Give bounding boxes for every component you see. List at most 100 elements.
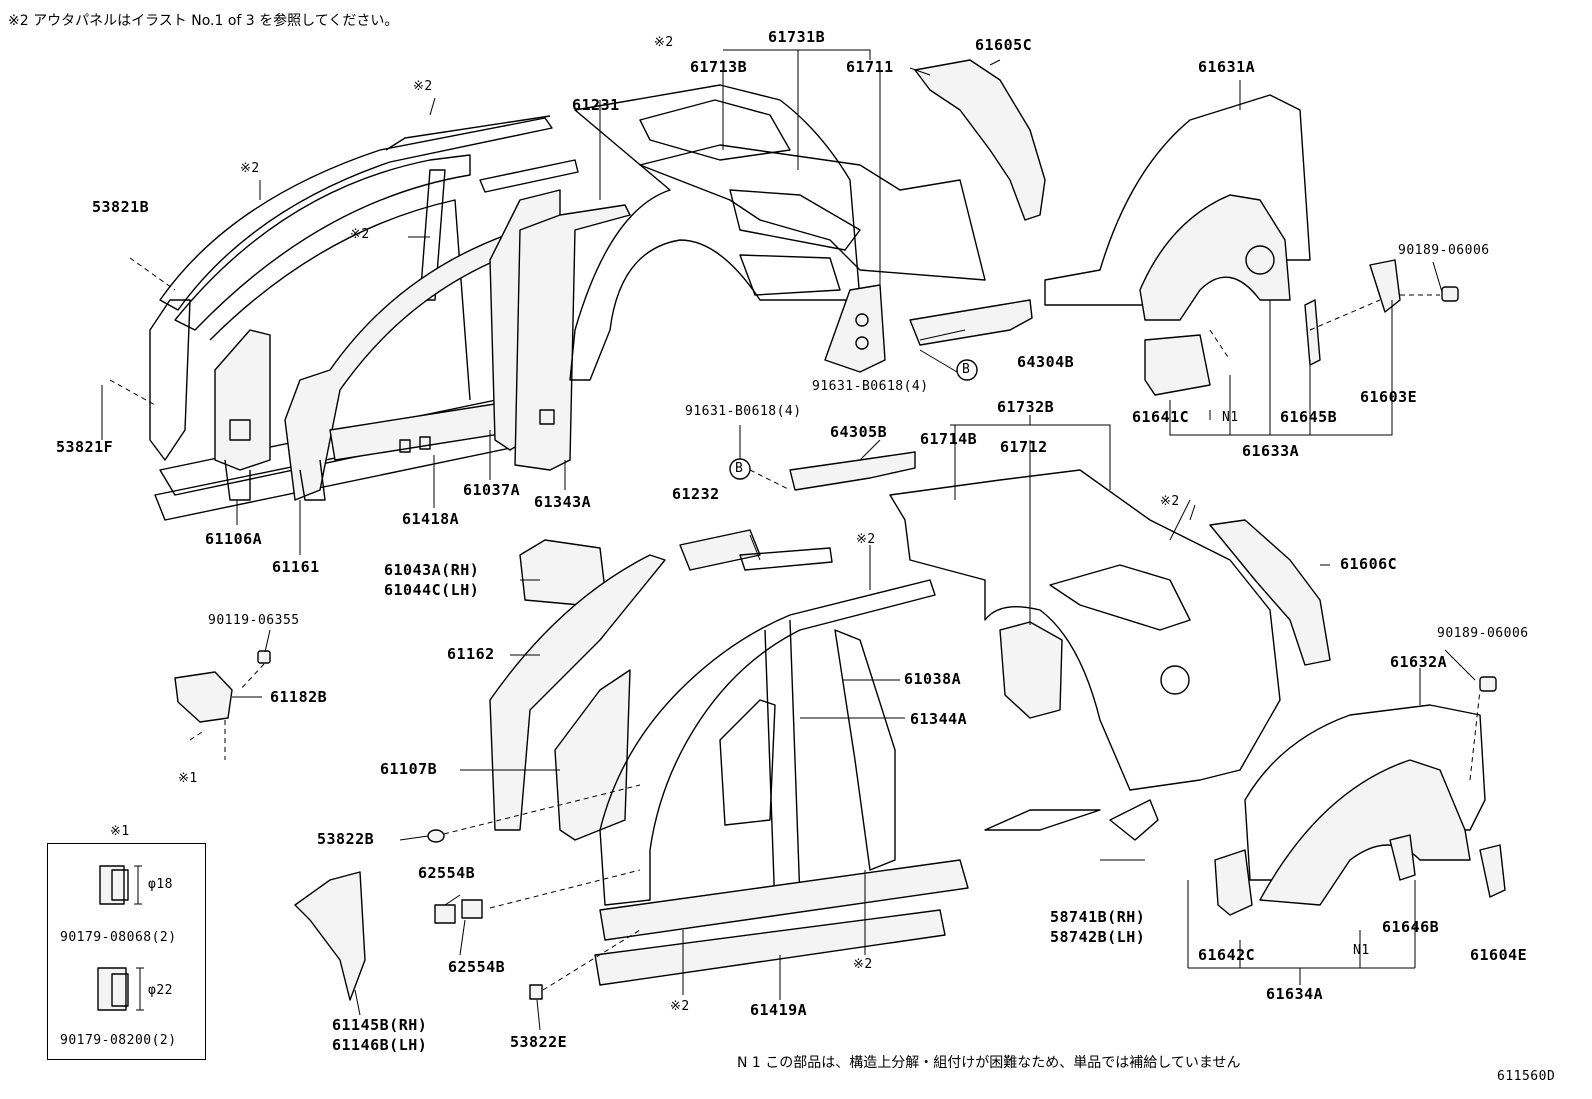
leader-lines xyxy=(101,49,1481,1031)
part-label: 61043A(RH) xyxy=(384,561,480,579)
part-label: 61603E xyxy=(1360,388,1418,406)
bracket-61641C xyxy=(1144,334,1211,396)
ref-mark-2: ※2 xyxy=(1160,494,1180,509)
pillar-61106A xyxy=(214,329,271,501)
part-label: 61645B xyxy=(1280,408,1338,426)
bracket-61646B xyxy=(1389,834,1416,881)
pillar-61606C xyxy=(1209,519,1331,666)
legend-diameter: φ18 xyxy=(148,877,173,892)
part-label: 90119-06355 xyxy=(208,613,300,628)
part-label: 53822E xyxy=(510,1033,568,1051)
part-label: 61634A xyxy=(1266,985,1324,1003)
part-label: 61146B(LH) xyxy=(332,1036,428,1054)
part-label: 61711 xyxy=(846,58,894,76)
cover-58741B xyxy=(1109,799,1159,841)
part-label: 91631-B0618(4) xyxy=(685,404,802,419)
ref-mark-2: ※2 xyxy=(413,79,433,94)
part-label: 61419A xyxy=(750,1001,808,1019)
upper-left-roof-rail xyxy=(159,115,553,311)
part-label: 61231 xyxy=(572,96,620,114)
part-label: 61632A xyxy=(1390,653,1448,671)
clip-53822E xyxy=(529,984,543,1000)
ref-mark-2: ※2 xyxy=(670,999,690,1014)
part-label: 61606C xyxy=(1340,555,1398,573)
part-label: 61037A xyxy=(463,481,521,499)
part-label: 64305B xyxy=(830,423,888,441)
legend-drawing xyxy=(97,865,144,1011)
part-label: 53821F xyxy=(56,438,114,456)
ref-mark-2: ※2 xyxy=(240,161,260,176)
bracket-64304B xyxy=(909,299,1033,346)
part-label: 90189-06006 xyxy=(1437,626,1529,641)
part-label: 61641C xyxy=(1132,408,1190,426)
part-label: 91631-B0618(4) xyxy=(812,379,929,394)
part-label: 61631A xyxy=(1198,58,1256,76)
legend-diameter: φ22 xyxy=(148,983,173,998)
part-label: 61633A xyxy=(1242,442,1300,460)
legend-part: 90179-08200(2) xyxy=(60,1033,177,1048)
part-label: 61038A xyxy=(904,670,962,688)
part-label: 61604E xyxy=(1470,946,1528,964)
part-label: 61107B xyxy=(380,760,438,778)
part-label: 61145B(RH) xyxy=(332,1016,428,1034)
pillar-61107B xyxy=(554,669,631,841)
pillar-61605C xyxy=(914,59,1046,221)
bracket-61145B xyxy=(294,871,366,1001)
part-label: 64304B xyxy=(1017,353,1075,371)
ref-circle-b-upper xyxy=(956,359,978,381)
wheelhouse-61631A xyxy=(1044,94,1311,321)
part-label: 90189-06006 xyxy=(1398,243,1490,258)
part-label: 61162 xyxy=(447,645,495,663)
grommet-53822B xyxy=(427,829,445,843)
legend-part: 90179-08068(2) xyxy=(60,930,177,945)
part-label: 61161 xyxy=(272,558,320,576)
legend-box: φ18 90179-08068(2) φ22 90179-08200(2) xyxy=(47,843,206,1060)
part-label: 61646B xyxy=(1382,918,1440,936)
part-label: 61713B xyxy=(690,58,748,76)
part-label: 62554B xyxy=(418,864,476,882)
part-label: 58741B(RH) xyxy=(1050,908,1146,926)
part-label: 61714B xyxy=(920,430,978,448)
quarter-61231 xyxy=(569,84,861,381)
pillar-61232 xyxy=(679,529,833,571)
part-label: 61418A xyxy=(402,510,460,528)
inner-61731B xyxy=(639,144,986,296)
clip-90189-b xyxy=(1479,676,1497,692)
main-side-frame xyxy=(599,579,936,911)
ref-mark-2: ※2 xyxy=(654,35,674,50)
legend-title: ※1 xyxy=(110,824,130,839)
bracket-61645B xyxy=(1304,299,1321,366)
footer-note: N 1 この部品は、構造上分解・組付けが困難なため、単品では補給していません xyxy=(737,1055,1241,1071)
part-label: 61344A xyxy=(910,710,968,728)
ref-mark-2: ※2 xyxy=(856,532,876,547)
wheelhouse-61632A xyxy=(1244,704,1486,906)
part-label: 61044C(LH) xyxy=(384,581,480,599)
part-label: 61605C xyxy=(975,36,1033,54)
part-label: 62554B xyxy=(448,958,506,976)
sill-61419A xyxy=(594,859,969,986)
part-label: 61731B xyxy=(768,28,826,46)
front-pillar-61162 xyxy=(489,554,666,831)
quarter-61732B xyxy=(889,469,1281,791)
inner-strip xyxy=(984,809,1101,831)
part-label: 61642C xyxy=(1198,946,1256,964)
ref-mark-2: ※2 xyxy=(853,957,873,972)
bracket-61712 xyxy=(999,621,1063,719)
part-label: 53822B xyxy=(317,830,375,848)
part-label: 61343A xyxy=(534,493,592,511)
part-label: 61182B xyxy=(270,688,328,706)
figure-code: 611560D xyxy=(1497,1069,1556,1084)
bracket-61603E xyxy=(1369,259,1401,313)
part-label: 61232 xyxy=(672,485,720,503)
part-label: 61732B xyxy=(997,398,1055,416)
bracket-61711 xyxy=(824,284,886,373)
part-label: 58742B(LH) xyxy=(1050,928,1146,946)
part-label: 61106A xyxy=(205,530,263,548)
part-label: 61712 xyxy=(1000,438,1048,456)
bracket-64305B xyxy=(789,451,916,491)
header-note: ※2 アウタパネルはイラスト No.1 of 3 を参照してください。 xyxy=(8,13,399,29)
part-label: N1 xyxy=(1222,410,1239,425)
plug-62554B xyxy=(434,899,483,924)
